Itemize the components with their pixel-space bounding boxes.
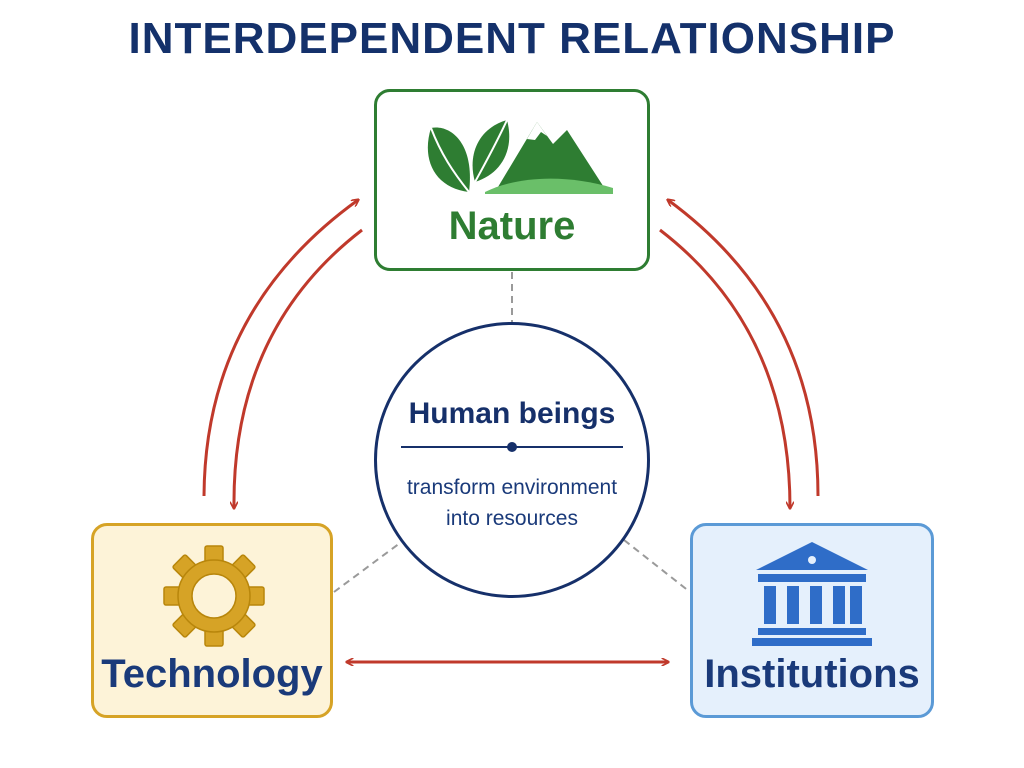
- leaf-mountain-icon: [427, 119, 613, 194]
- technology-label: Technology: [101, 652, 323, 696]
- nature-node: Nature: [374, 89, 650, 271]
- bank-building-icon: [752, 542, 872, 646]
- arrow-technology-to-nature: [202, 200, 358, 497]
- arrow-nature-to-technology: [234, 228, 363, 508]
- nature-label: Nature: [448, 204, 576, 248]
- connector-technology-center: [333, 539, 405, 593]
- human-beings-circle: Human beings transform environment into …: [374, 322, 650, 598]
- center-subtitle-line2: into resources: [446, 507, 578, 530]
- arrow-nature-to-institutions: [659, 228, 790, 508]
- diagram-title: INTERDEPENDENT RELATIONSHIP: [128, 14, 896, 63]
- institutions-node: Institutions: [690, 523, 934, 718]
- connector-institutions-center: [623, 539, 691, 593]
- center-title: Human beings: [408, 397, 616, 430]
- center-subtitle: transform environment into resources: [377, 472, 647, 534]
- gear-icon: [163, 545, 265, 647]
- center-subtitle-line1: transform environment: [406, 476, 618, 499]
- technology-node: Technology: [91, 523, 333, 718]
- center-divider: [401, 442, 623, 452]
- arrow-institutions-to-nature: [668, 200, 820, 497]
- institutions-label: Institutions: [704, 652, 920, 696]
